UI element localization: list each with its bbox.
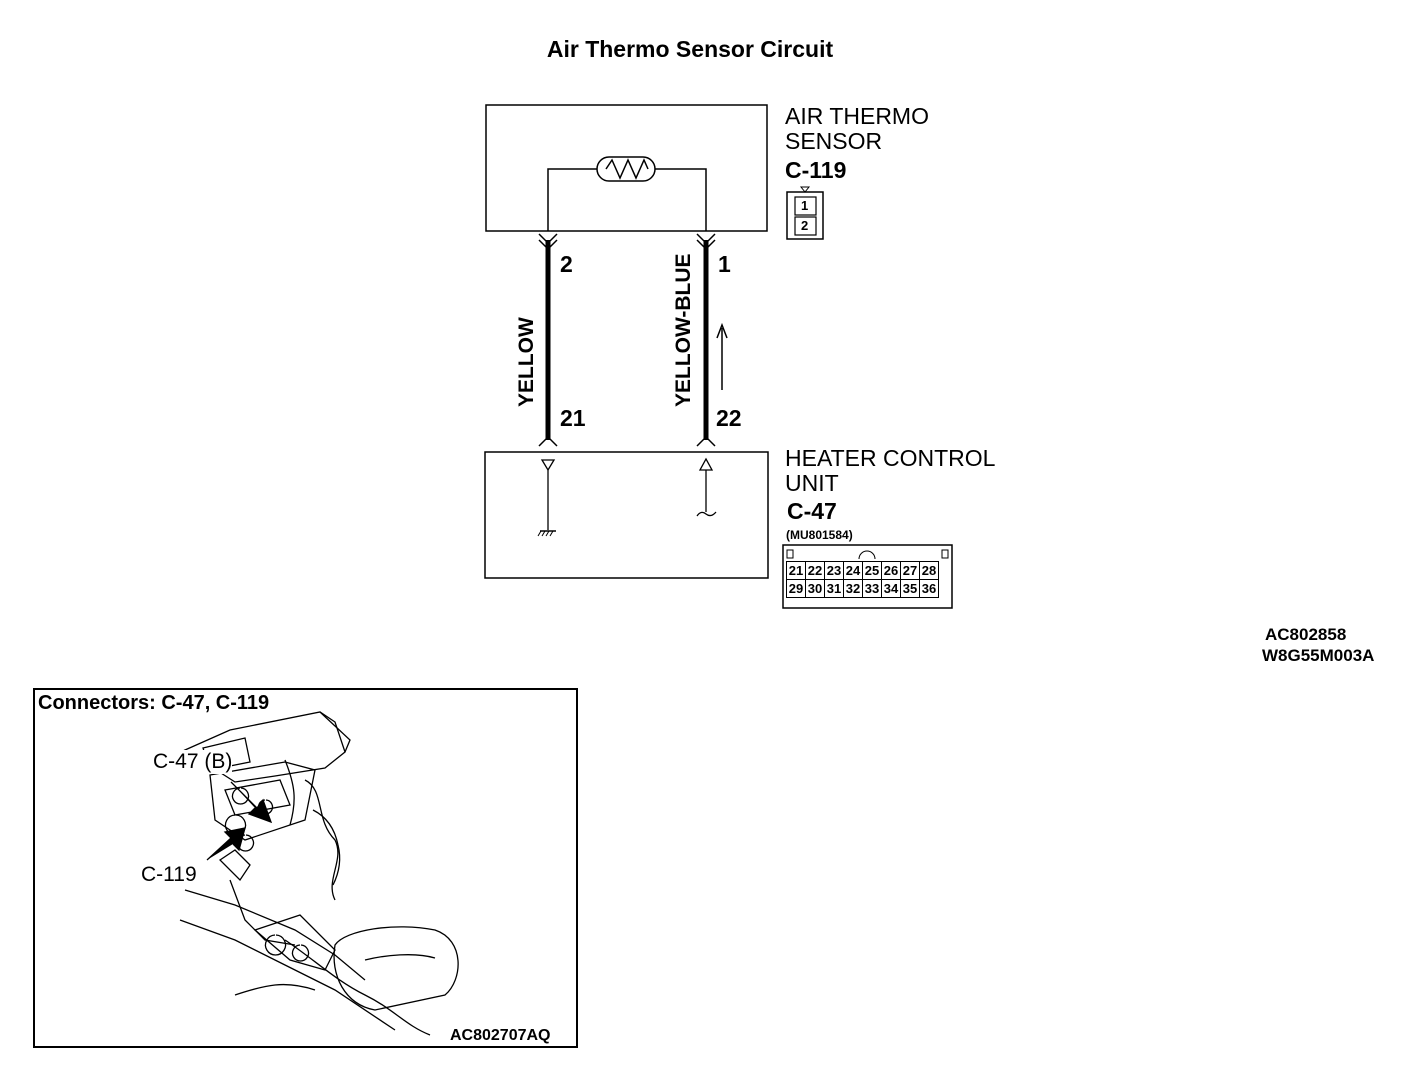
pin-sensor-2: 2 — [560, 251, 573, 277]
c47-pin: 25 — [862, 561, 882, 580]
ground-icon — [537, 530, 556, 537]
unit-connector-chevron-21 — [538, 435, 558, 447]
ref-code-2: W8G55M003A — [1262, 646, 1375, 665]
wire-color-yellow-blue: YELLOW-BLUE — [672, 253, 695, 407]
c47-pin: 27 — [900, 561, 920, 580]
c47-pin-row: 21 22 23 24 25 26 27 28 — [786, 561, 939, 580]
c47-pin: 23 — [824, 561, 844, 580]
sensor-name-line2: SENSOR — [785, 128, 883, 154]
c47-pin: 32 — [843, 579, 863, 598]
c47-pin: 34 — [881, 579, 901, 598]
input-triangle — [698, 457, 714, 471]
sensor-lead-left — [547, 168, 597, 231]
c47-pin: 36 — [919, 579, 939, 598]
unit-part-number: (MU801584) — [786, 528, 853, 542]
c47-pin-row: 29 30 31 32 33 34 35 36 — [786, 579, 939, 598]
ground-triangle — [540, 459, 556, 472]
unit-connector-id: C-47 — [787, 498, 837, 524]
c47-pin: 26 — [881, 561, 901, 580]
unit-connector-chevron-22 — [696, 435, 716, 447]
thermistor-zigzag — [605, 158, 649, 180]
inset-code: AC802707AQ — [450, 1027, 551, 1045]
c119-pin-1: 1 — [801, 198, 809, 213]
diagram-title: Air Thermo Sensor Circuit — [546, 36, 834, 62]
pin-unit-21: 21 — [560, 405, 586, 431]
sensor-name-line1: AIR THERMO — [785, 103, 929, 129]
c47-pin: 22 — [805, 561, 825, 580]
vehicle-interior-illustration — [179, 711, 459, 1036]
c47-pin: 30 — [805, 579, 825, 598]
c47-pin: 35 — [900, 579, 920, 598]
sensor-lead-right — [655, 168, 707, 231]
pin-sensor-1: 1 — [718, 251, 731, 277]
c47-pin: 29 — [786, 579, 806, 598]
inset-title: Connectors: C-47, C-119 — [38, 692, 270, 715]
unit-name-line2: UNIT — [785, 470, 839, 496]
c119-connector-face — [786, 186, 824, 240]
c47-pin: 28 — [919, 561, 939, 580]
c47-pin: 31 — [824, 579, 844, 598]
inset-label-c47: C-47 (B) — [153, 750, 233, 774]
signal-wave-icon — [696, 511, 717, 517]
inset-label-c119: C-119 — [141, 863, 197, 887]
ref-code-1: AC802858 — [1265, 625, 1347, 644]
wire-color-yellow: YELLOW — [515, 317, 538, 407]
c47-pin: 24 — [843, 561, 863, 580]
sensor-connector-id: C-119 — [785, 157, 847, 183]
unit-name-line1: HEATER CONTROL — [785, 445, 996, 471]
sensor-box — [485, 104, 768, 232]
connector-location-inset: Connectors: C-47, C-119 C-47 (B) C-119 A… — [33, 688, 578, 1048]
pin-unit-22: 22 — [716, 405, 742, 431]
control-unit-box — [484, 451, 769, 579]
c119-pin-2: 2 — [801, 218, 809, 233]
c47-pin: 33 — [862, 579, 882, 598]
c47-pin-grid: 21 22 23 24 25 26 27 28 29 30 31 32 33 3… — [786, 561, 939, 598]
thermistor-symbol — [596, 156, 656, 182]
c47-connector-face — [782, 544, 953, 609]
c47-pin: 21 — [786, 561, 806, 580]
